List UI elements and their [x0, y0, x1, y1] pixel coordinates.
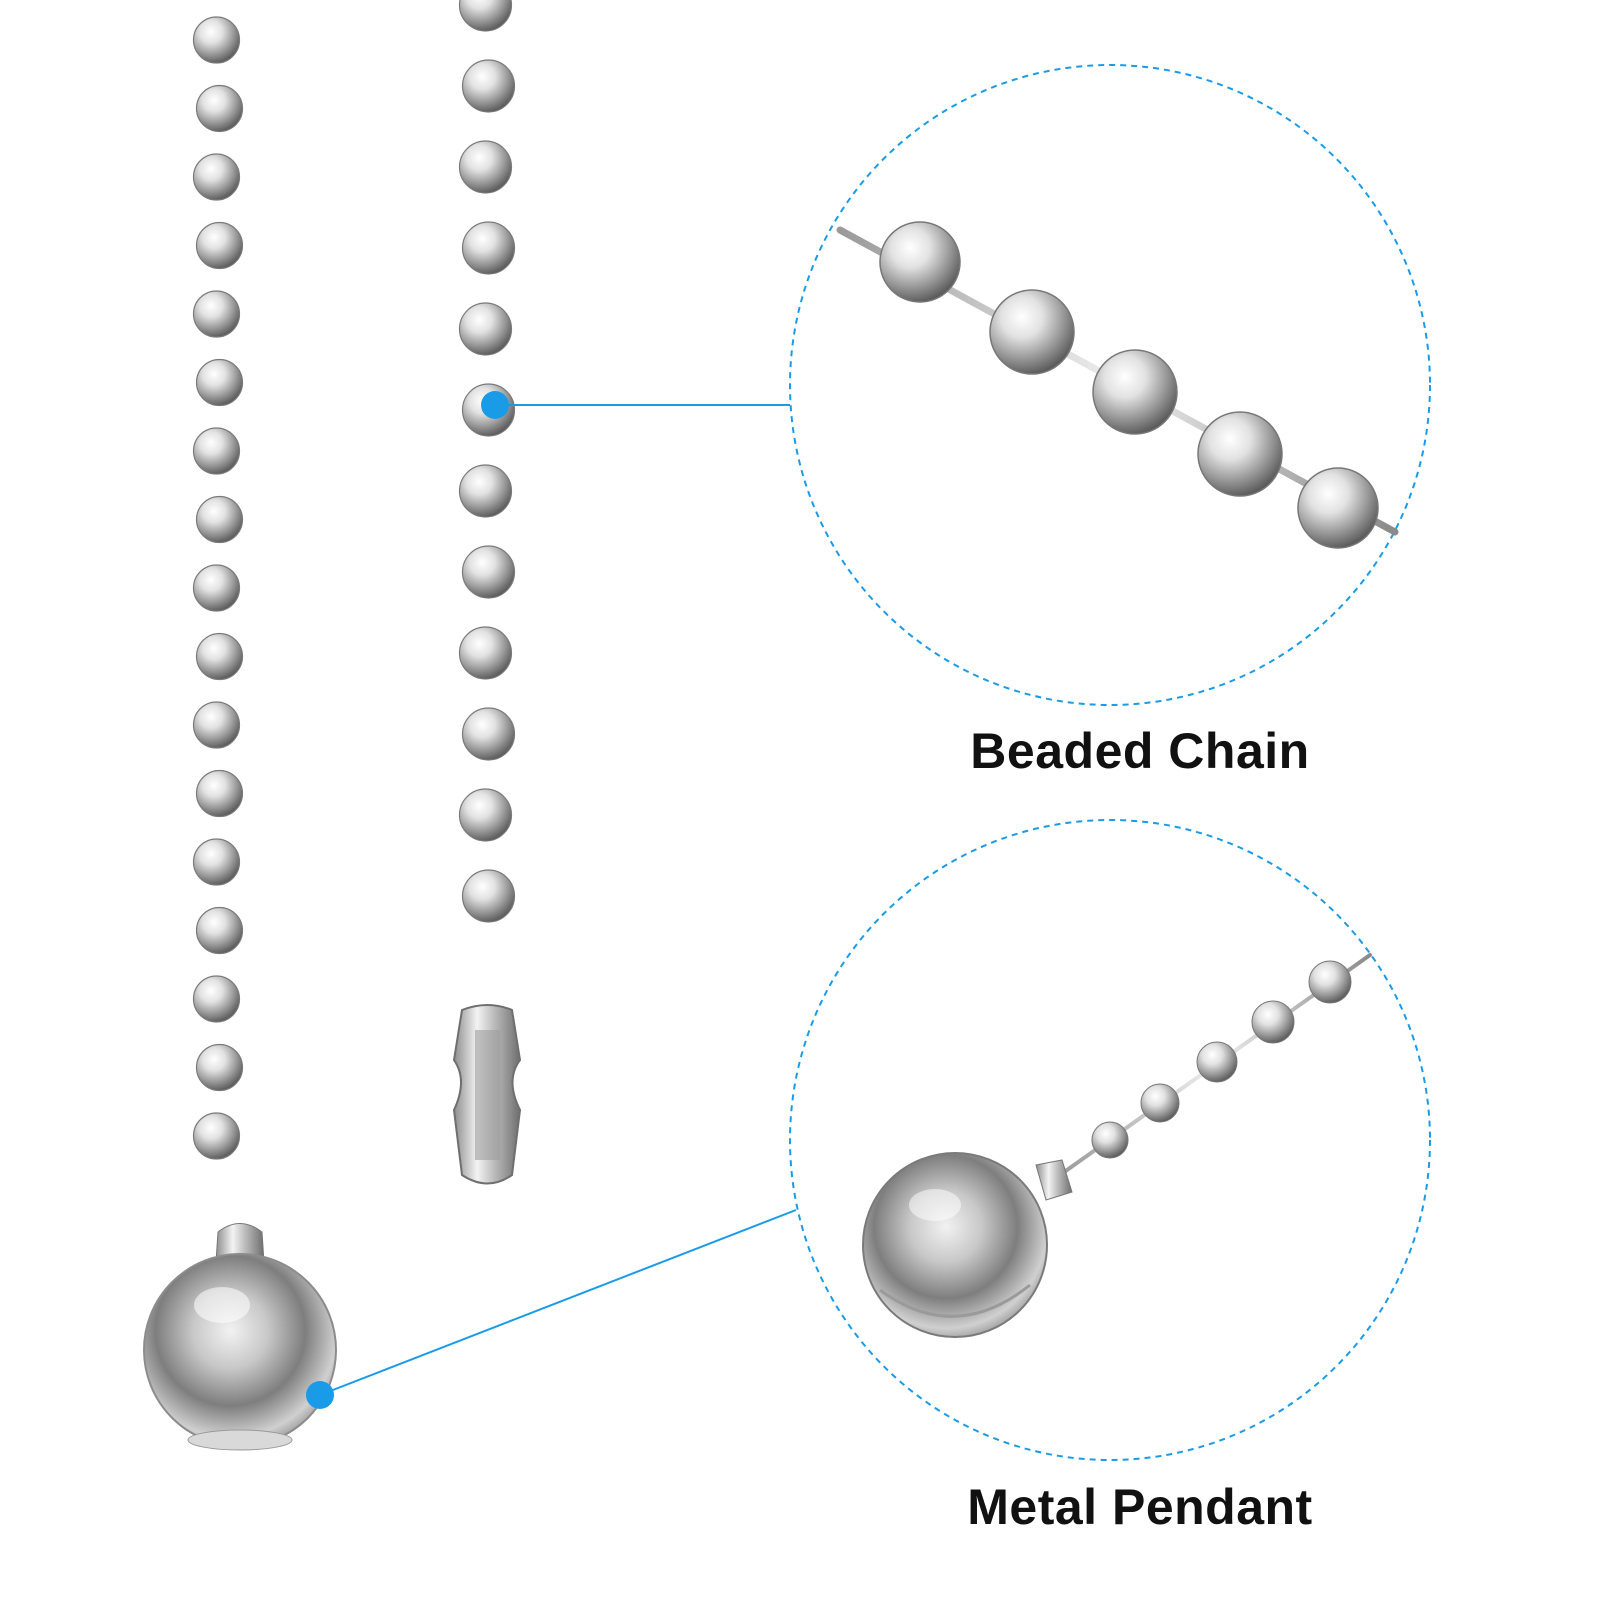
caption-beaded-chain: Beaded Chain [970, 723, 1310, 779]
chain-bead [192, 838, 241, 886]
chain-bead [461, 707, 516, 761]
chain-bead [195, 906, 244, 955]
chain-connector-clasp [452, 1004, 522, 1185]
chain-bead [458, 626, 513, 680]
chain-bead [461, 59, 516, 113]
chain-bead [192, 153, 241, 201]
zoom-circle-beaded-chain [789, 64, 1431, 706]
chain-bead [192, 564, 241, 612]
chain-bead [192, 1112, 241, 1160]
chain-bead [195, 495, 244, 544]
chain-bead [458, 0, 513, 32]
chain-bead [195, 1043, 244, 1092]
right-beaded-chain [458, 0, 516, 980]
chain-bead [192, 16, 241, 64]
chain-bead [195, 84, 244, 133]
caption-metal-pendant: Metal Pendant [967, 1479, 1313, 1535]
chain-bead [458, 302, 513, 356]
chain-bead [195, 358, 244, 407]
chain-bead [192, 701, 241, 749]
chain-bead [192, 975, 241, 1023]
chain-bead [192, 290, 241, 338]
callout-dot-chain [481, 391, 509, 419]
chain-bead [461, 221, 516, 275]
left-metal-pendant [143, 1223, 337, 1451]
chain-bead [458, 464, 513, 518]
zoom-circle-metal-pendant [789, 819, 1431, 1461]
chain-bead [458, 140, 513, 194]
chain-bead [461, 545, 516, 599]
chain-bead [458, 788, 513, 842]
chain-bead [461, 869, 516, 923]
chain-bead [195, 221, 244, 270]
callout-lines [306, 391, 797, 1409]
callout-dot-pendant [306, 1381, 334, 1409]
chain-bead [195, 769, 244, 818]
chain-bead [192, 427, 241, 475]
chain-bead [195, 632, 244, 681]
left-beaded-chain [192, 16, 244, 1220]
